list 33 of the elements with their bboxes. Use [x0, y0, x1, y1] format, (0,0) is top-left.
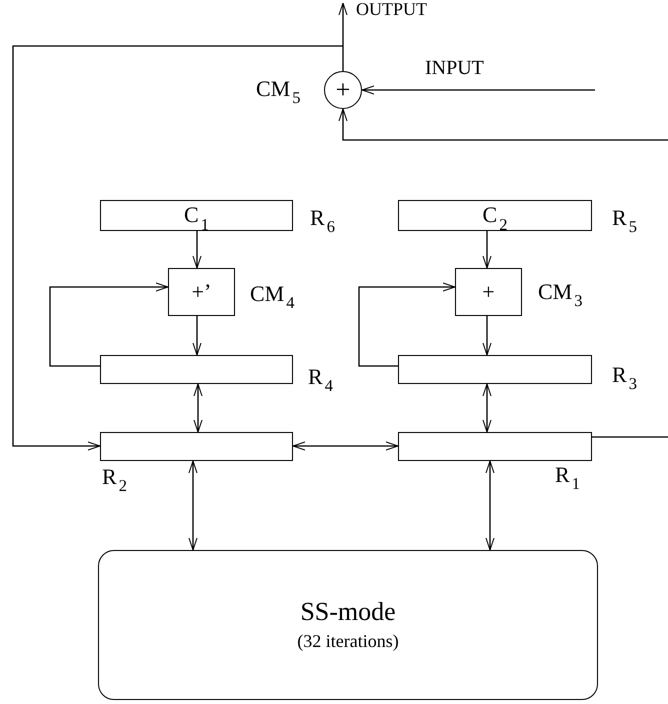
- arrow: [12, 45, 343, 450]
- process-box: [100, 200, 293, 231]
- box-label: C$_{2}$: [482, 203, 508, 228]
- arrow: [338, 2, 348, 71]
- arrow: [188, 460, 198, 550]
- arrow: [192, 316, 202, 356]
- arrow: [338, 108, 668, 141]
- arrow: [482, 316, 492, 356]
- arrow: [49, 282, 168, 367]
- box-label: +: [336, 76, 350, 104]
- process-box: [398, 200, 592, 231]
- process-box: [168, 268, 235, 316]
- box-label: SS-mode: [300, 598, 396, 626]
- arrow: [482, 384, 492, 432]
- arrow: [192, 231, 202, 268]
- arrow: [292, 442, 398, 450]
- register-box: [398, 355, 592, 384]
- adder-circle: [324, 71, 362, 109]
- box-label: C$_{1}$: [184, 203, 209, 228]
- arrow: [482, 231, 492, 268]
- output-label: OUTPUT: [356, 0, 427, 18]
- register-box: [100, 355, 293, 384]
- register-box: [398, 432, 592, 461]
- box-note: (32 iterations): [297, 632, 399, 652]
- mode-box: [98, 550, 598, 700]
- arrow: [362, 86, 595, 94]
- box-label: +: [482, 280, 495, 304]
- register-box: [100, 432, 293, 461]
- arrow: [358, 282, 456, 367]
- arrow: [194, 384, 202, 432]
- box-label: +’: [192, 280, 212, 304]
- process-box: [455, 268, 522, 316]
- arrow: [486, 460, 494, 550]
